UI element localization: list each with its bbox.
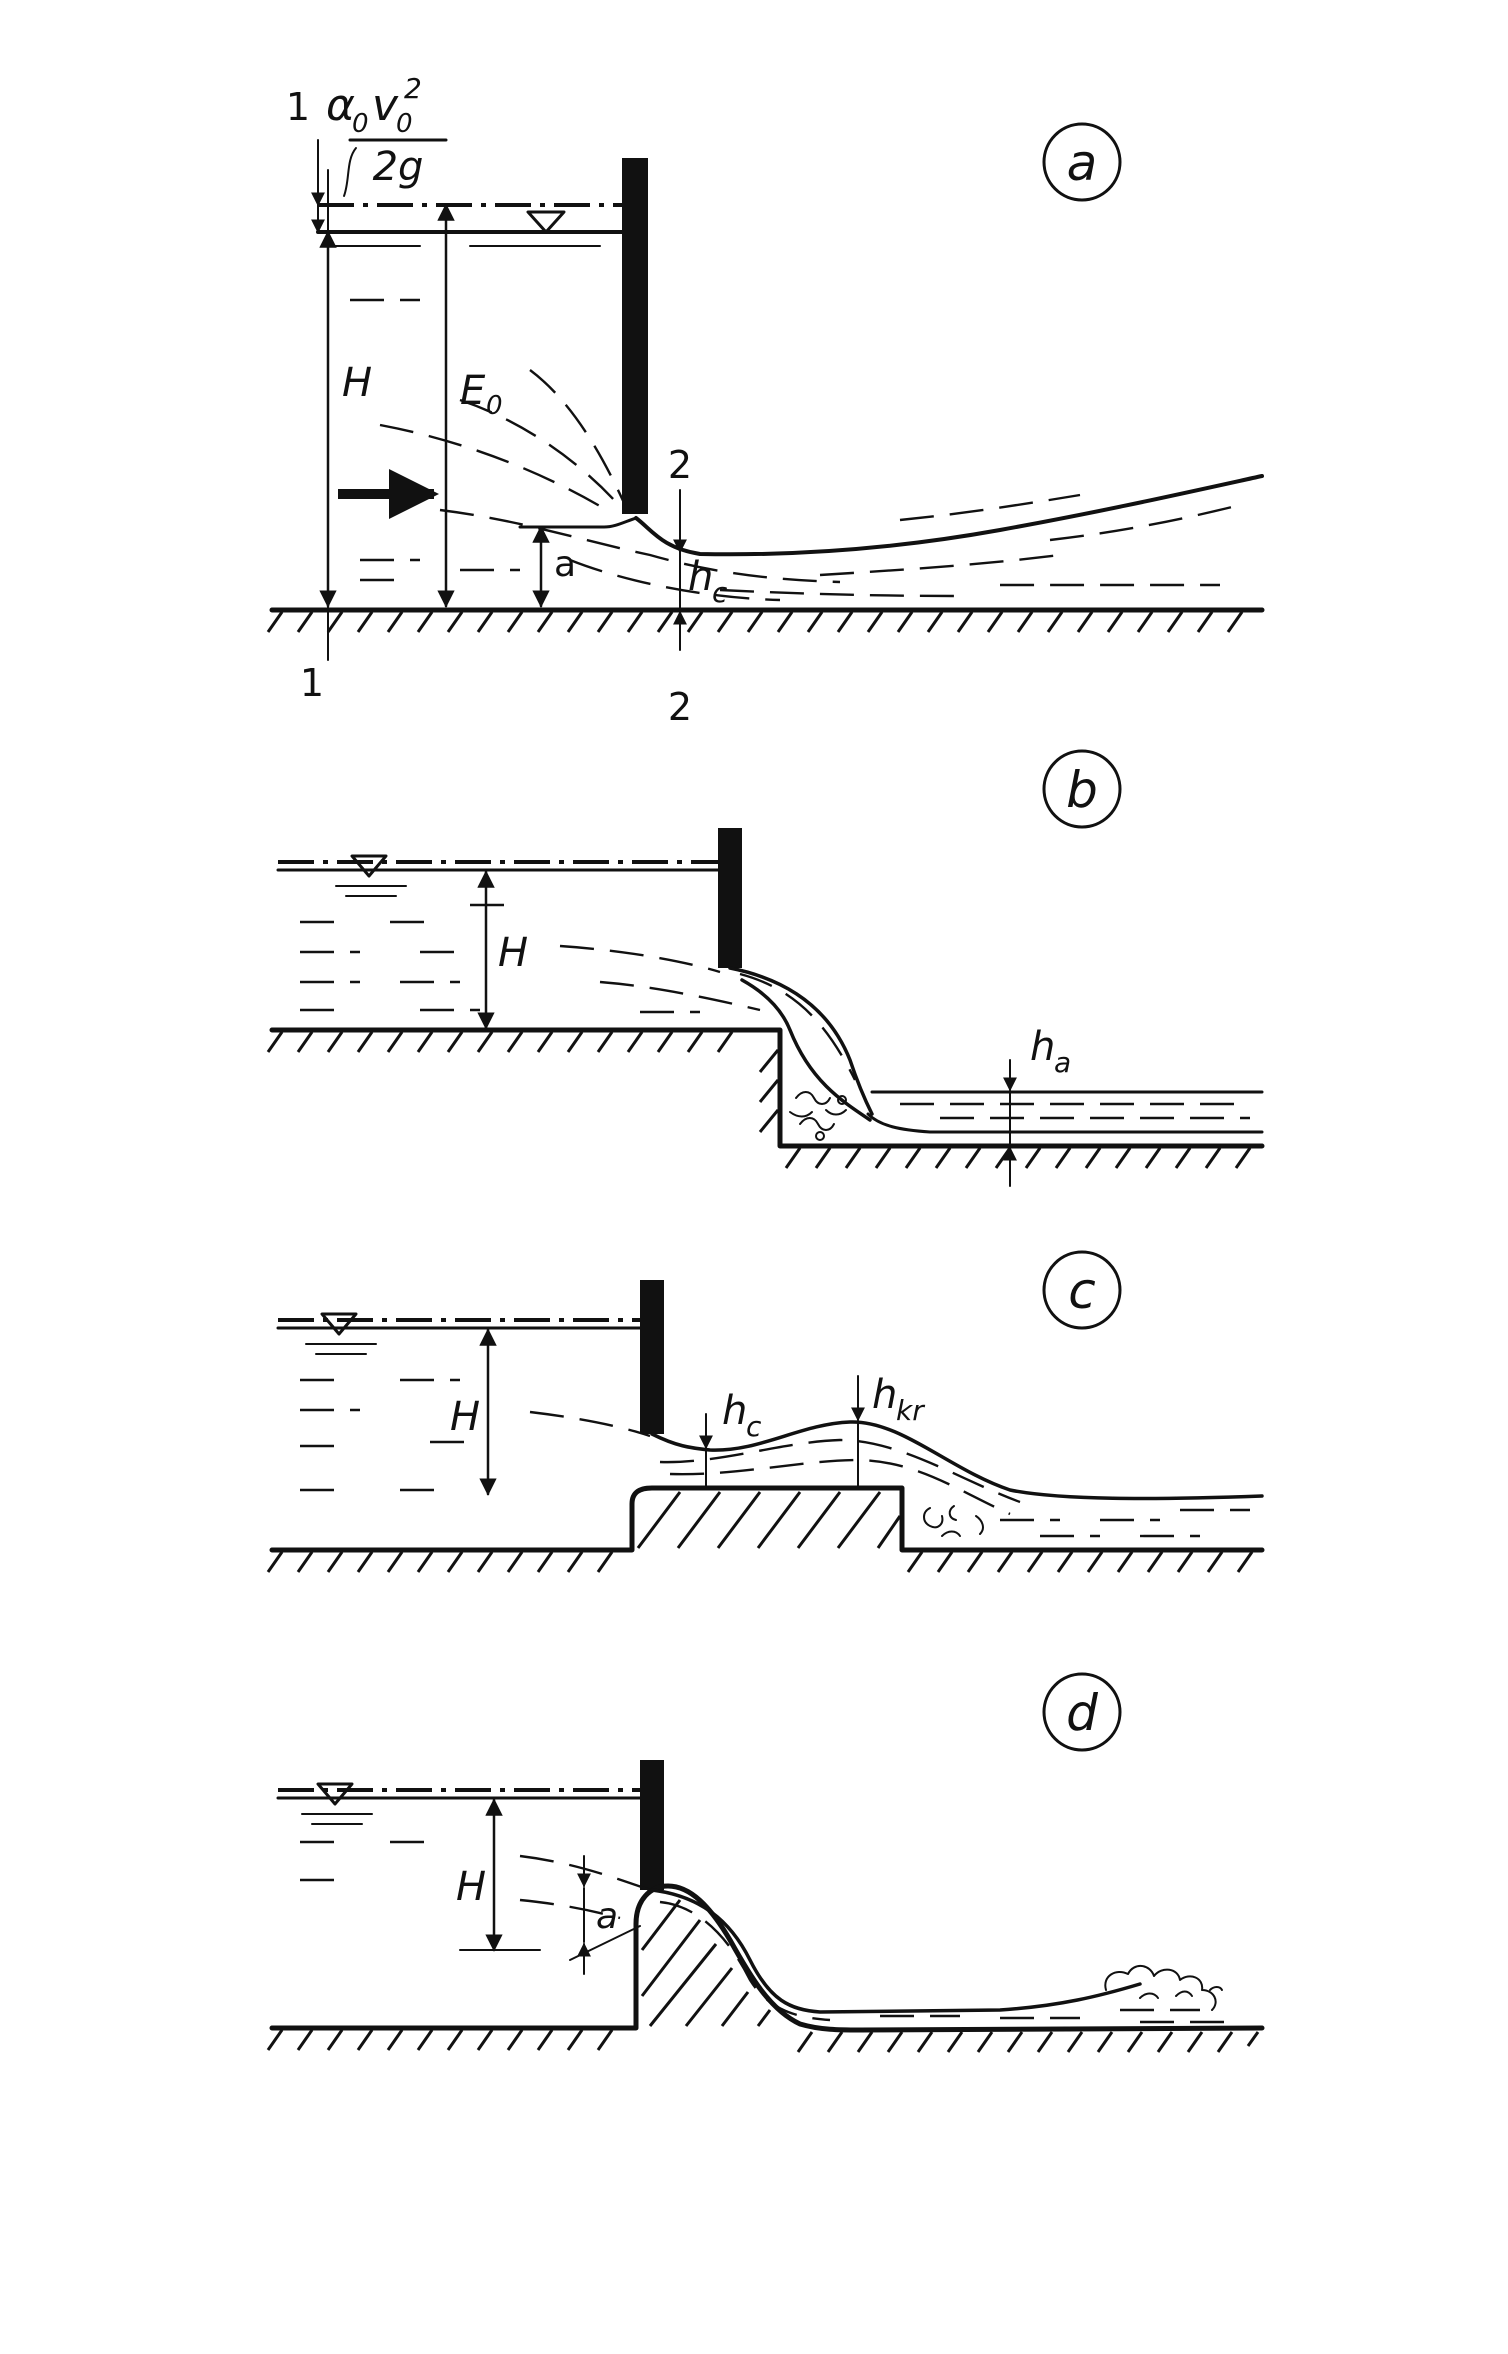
sluice-gate <box>622 158 648 514</box>
v-exp: 2 <box>404 72 422 105</box>
label-H-d: H <box>456 1864 486 1910</box>
fraction-denominator: 2g <box>373 144 424 190</box>
panel-c-label: c <box>1042 1250 1122 1330</box>
streamlines-c <box>300 1378 1250 1538</box>
panel-d-letter: d <box>1066 1684 1098 1742</box>
label-ha-sub: a <box>1054 1046 1071 1079</box>
bed-hatching <box>266 611 1244 633</box>
streamlines-b <box>300 903 761 1014</box>
nappe-upper <box>728 966 874 1116</box>
sluice-gate-c <box>640 1280 664 1434</box>
turbulence-c <box>923 1505 984 1537</box>
panel-b-letter: b <box>1066 761 1098 819</box>
label-hc-c-sub: c <box>746 1410 762 1443</box>
sluice-gate-b <box>718 828 742 968</box>
label-hc-c: h <box>722 1388 747 1434</box>
hydraulic-jump-d <box>1104 1965 1223 2011</box>
label-hkr-sub: kr <box>896 1394 925 1427</box>
label-hkr: h <box>872 1372 897 1418</box>
streamlines-a <box>350 298 1241 602</box>
label-a-d: a <box>596 1896 618 1937</box>
turbulence-b <box>789 1091 847 1141</box>
nappe-d <box>650 1888 1142 2014</box>
alpha-symbol: α <box>326 80 355 131</box>
ogee-weir-bed-d <box>269 1883 1265 2033</box>
label-ha: h <box>1030 1024 1055 1070</box>
label-H-a: H <box>342 360 372 406</box>
bed-with-sill-c <box>269 1485 1265 1553</box>
downstream-surface <box>634 474 1264 557</box>
label-H-b: H <box>498 930 528 976</box>
sluice-gate-d <box>640 1760 664 1890</box>
water-level-triangle-icon-d <box>316 1782 354 1806</box>
label-E0: E <box>460 368 486 414</box>
label-a: a <box>554 544 576 585</box>
panel-b: b <box>266 749 1265 1187</box>
nappe-lower <box>740 978 872 1122</box>
surface-over-sill-c <box>650 1420 1264 1501</box>
panel-c: c <box>266 1250 1265 1573</box>
velocity-head-coef: 1 <box>286 85 310 129</box>
label-H-c: H <box>450 1394 480 1440</box>
panel-c-letter: c <box>1068 1262 1096 1320</box>
stepped-bed-b <box>269 1027 1265 1149</box>
panel-a: a <box>266 72 1265 729</box>
label-E0-sub: 0 <box>486 391 503 421</box>
alpha-sub: 0 <box>352 109 369 139</box>
label-hc-a: h <box>688 554 713 600</box>
panel-d-label: d <box>1042 1672 1122 1752</box>
panel-a-label: a <box>1042 122 1122 202</box>
bed-hatching-c <box>266 1491 1254 1573</box>
streamlines-d <box>300 1840 651 1920</box>
water-level-triangle-icon-b <box>350 854 388 878</box>
water-level-triangle-icon-c <box>320 1312 358 1336</box>
v-symbol: v <box>372 80 399 131</box>
bed-hatching-d <box>266 1899 1260 2053</box>
section-1-bottom: 1 <box>300 661 324 705</box>
panel-b-label: b <box>1042 749 1122 829</box>
panel-a-letter: a <box>1067 134 1098 192</box>
water-level-triangle-icon <box>526 210 566 234</box>
label-hc-a-sub: c <box>712 576 728 609</box>
v-sub: 0 <box>396 109 413 139</box>
section-2-top: 2 <box>668 443 692 487</box>
panel-d: d <box>266 1672 1265 2053</box>
gate-opening-line <box>518 516 638 529</box>
section-2-bottom: 2 <box>668 685 692 729</box>
